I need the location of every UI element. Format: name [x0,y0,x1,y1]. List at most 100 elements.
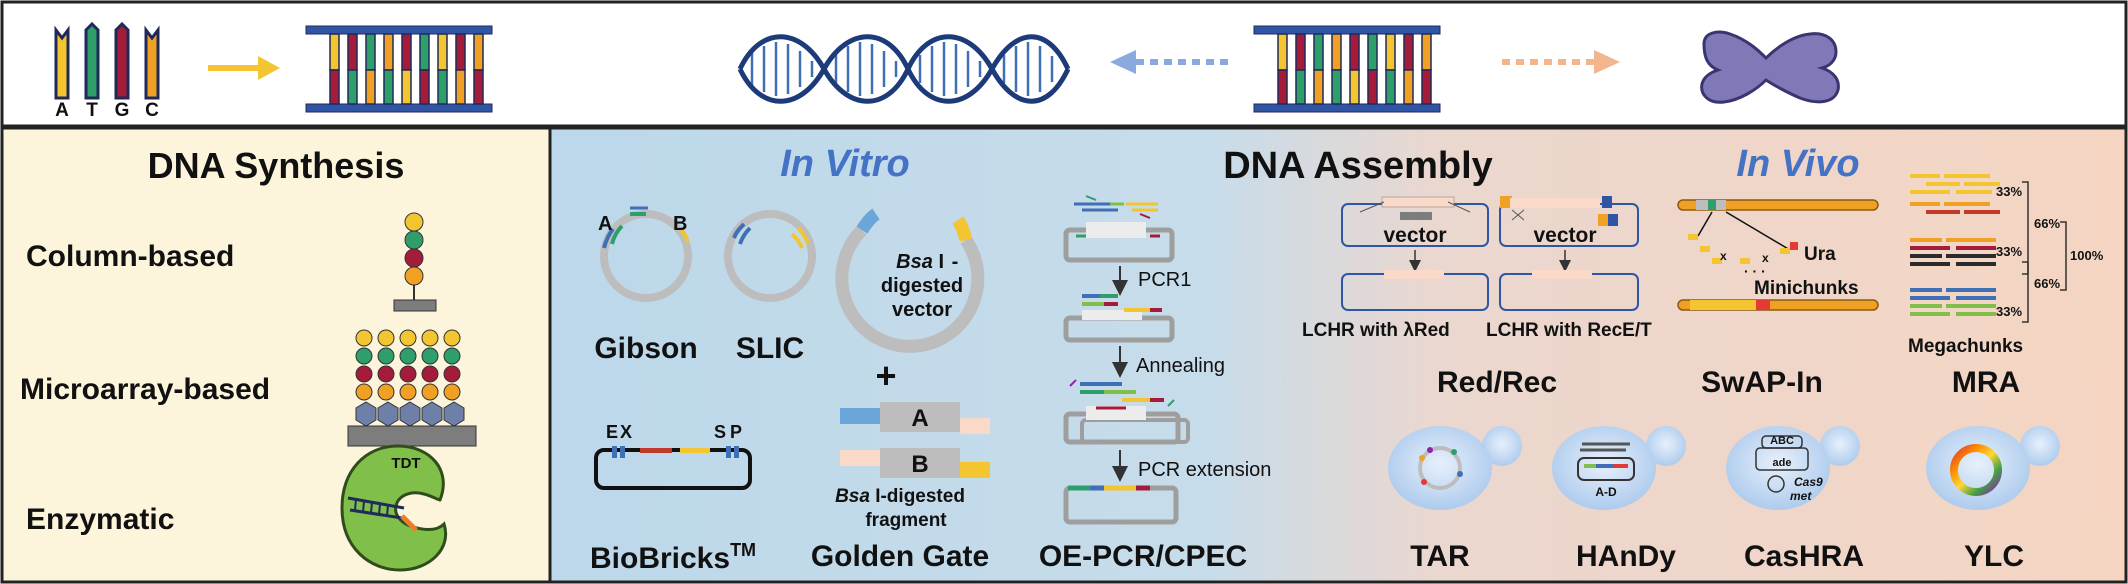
cashra-yeast-cell: ABC ade Cas9 met [1726,426,1860,510]
ds-dna-ladder-icon [305,25,493,113]
in-vitro-label: In Vitro [780,143,909,185]
synthesis-arrow-icon [208,56,280,80]
golden-gate-fragment-roman: I [875,486,880,507]
mra-diagram: 33% 33% 33% 66% 66% 100% Megachunks [1908,174,2104,357]
cashra-cas9: Cas9 [1794,475,1823,489]
red-rec-vector-1: vector [1383,224,1446,247]
synthesis-title: DNA Synthesis [148,145,405,186]
mra-caption: Megachunks [1908,336,2023,357]
golden-gate-fragment-enzyme: Bsa [835,486,870,507]
mra-pct-top: 33% [1996,184,2022,199]
ds-dna-ladder-2-icon [1253,25,1441,113]
golden-gate-fragment-suffix: -digested [880,486,964,507]
golden-gate-vector-enzyme: Bsa [896,251,933,273]
golden-gate-vector-line3: vector [892,299,952,321]
biobricks-site-s: S [714,422,726,442]
method-enzymatic-label: Enzymatic [26,503,174,536]
nucleotide-letter-g: G [115,100,130,121]
nucleotide-g-icon [114,21,130,100]
column-based-icon [393,212,437,312]
red-rec-caption-1: LCHR with λRed [1302,320,1450,341]
mra-pct-pair-1: 66% [2034,216,2060,231]
biobricks-site-x: X [620,422,632,442]
biobricks-superscript: TM [730,540,756,560]
golden-gate-label: Golden Gate [811,540,989,573]
mra-pct-mid: 33% [1996,244,2022,259]
method-column-based-label: Column-based [26,240,234,273]
assembly-title: DNA Assembly [1223,145,1493,187]
mra-label: MRA [1952,366,2020,399]
assembly-arrow-right-icon [1502,50,1620,74]
tdt-enzyme-icon: TDT [340,444,448,572]
golden-gate-vector-diagram: Bsa I - digested vector [835,208,985,353]
red-rec-diagram: vector vector LCHR with λRed LCHR with R… [1302,196,1652,341]
ylc-label: YLC [1964,540,2024,573]
handy-yeast-cell: A-D [1552,426,1686,510]
in-vivo-label: In Vivo [1736,143,1859,185]
fragment-a-label: A [911,405,928,432]
mra-pct-bottom: 33% [1996,304,2022,319]
red-rec-vector-2: vector [1533,224,1596,247]
tdt-label: TDT [391,455,420,472]
nucleotide-icons: A T G C [54,21,160,121]
oe-pcr-step1: PCR1 [1138,269,1191,291]
biobricks-site-p: P [730,422,742,442]
handy-ad-label: A-D [1595,485,1617,499]
golden-gate-vector-line2: digested [881,275,963,297]
swap-in-caption: Minichunks [1754,278,1859,299]
svg-text:Bsa I: Bsa I [896,251,944,273]
method-microarray-based-label: Microarray-based [20,373,270,406]
mra-pct-total: 100% [2070,248,2104,263]
cashra-ade: ade [1773,457,1792,469]
biobricks-name: BioBricks [590,542,730,575]
biobricks-site-e: E [606,422,618,442]
nucleotide-letter-c: C [145,100,159,121]
gibson-end-a: A [598,213,612,235]
swap-in-x-1: x [1720,249,1727,263]
golden-gate-vector-roman: I [938,251,944,273]
oe-pcr-label: OE-PCR/CPEC [1039,540,1247,573]
fragment-b-label: B [911,451,928,478]
nucleotide-c-icon [144,25,160,100]
swap-in-diagram: x x · · · Minichunks Ura [1677,199,1879,311]
oe-pcr-step3: PCR extension [1138,459,1271,481]
cashra-abc: ABC [1770,435,1794,447]
golden-gate-vector-line1: - [952,251,959,273]
swap-in-x-2: x [1762,251,1769,265]
nucleotide-t-icon [84,21,100,100]
oe-pcr-step2: Annealing [1136,355,1225,377]
chromosome-icon [1700,30,1840,104]
biobricks-label: BioBricksTM [590,540,756,575]
golden-gate-fragments: A B Bsa I-digested fragment [835,402,990,531]
handy-label: HAnDy [1576,540,1676,573]
nucleotide-a-icon [54,25,70,100]
swap-in-dots: · · · [1744,263,1766,279]
oe-pcr-diagram: PCR1 Annealing PCR extension [1063,195,1271,525]
red-rec-label: Red/Rec [1437,366,1557,399]
cashra-label: CasHRA [1744,540,1864,573]
nucleotide-letter-t: T [86,100,98,121]
gibson-end-b: B [673,213,687,235]
cashra-met: met [1790,489,1812,503]
bottom-frame [0,126,2128,584]
tar-label: TAR [1410,540,1470,573]
nucleotide-letter-a: A [55,100,69,121]
slic-label: SLIC [736,332,804,365]
tar-yeast-cell [1388,426,1522,510]
double-helix-icon [737,34,1071,104]
gibson-label: Gibson [594,332,697,365]
biobricks-diagram: E X S P [594,422,752,490]
golden-gate-fragment-line2: fragment [865,510,947,531]
mra-pct-pair-2: 66% [2034,276,2060,291]
slic-diagram [724,210,816,302]
assembly-arrow-left-icon [1110,50,1228,74]
golden-gate-plus: + [875,355,896,396]
svg-text:Bsa I-digested: Bsa I-digested [835,486,965,507]
gibson-diagram: A B [598,206,692,302]
red-rec-caption-2: LCHR with RecE/T [1486,320,1652,341]
swap-in-label: SwAP-In [1701,366,1823,399]
swap-in-marker: Ura [1804,244,1836,265]
ylc-yeast-cell [1926,426,2060,510]
